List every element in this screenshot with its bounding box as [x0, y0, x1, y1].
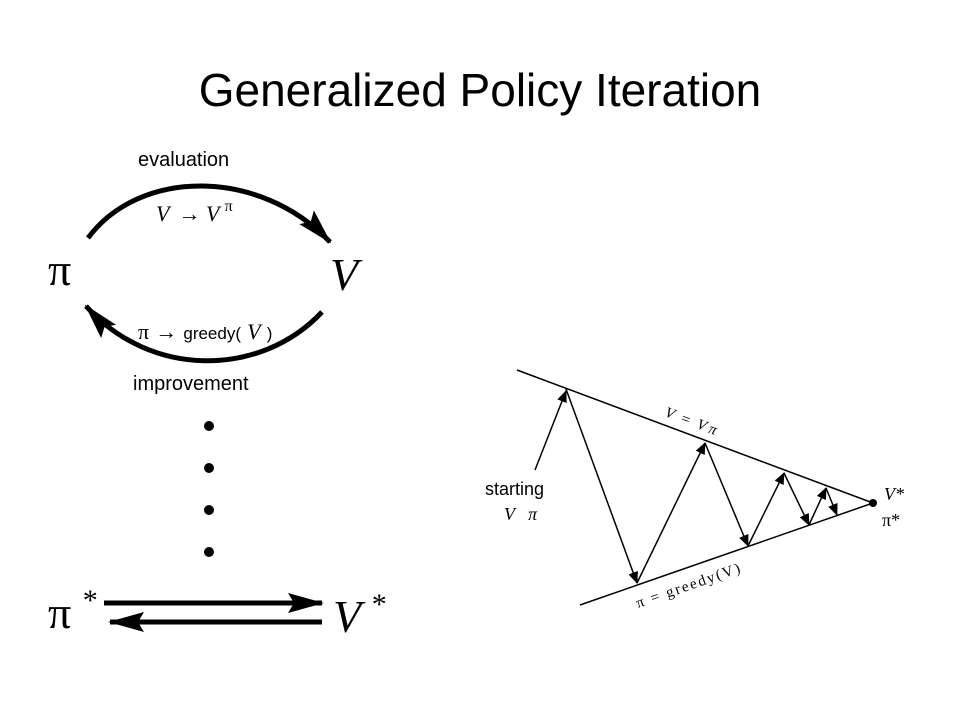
- impr-greedy: greedy(: [183, 324, 241, 343]
- eval-v: V: [156, 201, 172, 226]
- starting-label: starting: [485, 479, 544, 499]
- improvement-formula: π → greedy( V ): [138, 319, 272, 344]
- impr-pi: π: [138, 319, 149, 344]
- zigzag-arrow: [783, 472, 810, 526]
- convergence-point: [869, 499, 877, 507]
- zigzag-arrow: [747, 472, 785, 547]
- eval-vpi: V: [206, 201, 222, 226]
- impr-close: ): [267, 324, 273, 343]
- slide-title: Generalized Policy Iteration: [198, 64, 762, 116]
- impr-arrow: →: [155, 319, 177, 344]
- improvement-label: improvement: [133, 373, 249, 395]
- zigzag-arrow: [565, 388, 638, 584]
- eval-arrow: →: [179, 201, 201, 226]
- zigzag-arrow: [808, 487, 827, 526]
- upper-line: [516, 369, 874, 504]
- optimal-policy: π *: [48, 584, 98, 638]
- left-cycle-diagram: π V evaluation V → V π π → greedy( V ) i…: [48, 149, 387, 642]
- zigzag-arrow: [825, 487, 838, 516]
- impr-v: V: [247, 319, 263, 344]
- starting-pointer: [534, 390, 567, 471]
- evaluation-arc: [85, 183, 332, 244]
- zigzag-arrow: [704, 442, 749, 547]
- starting-sub: V π: [504, 504, 538, 524]
- optimal-policy-star: *: [83, 584, 98, 617]
- value-symbol: V: [330, 249, 363, 300]
- optimal-value-symbol: V: [333, 591, 366, 642]
- right-optimal-value: V*: [884, 484, 904, 504]
- evaluation-label: evaluation: [138, 149, 229, 171]
- right-convergence-diagram: starting V π V = V π π = greedy(V) V* π*: [485, 369, 904, 612]
- policy-symbol: π: [48, 244, 71, 295]
- ellipsis-dot: [204, 547, 214, 557]
- lower-line: [579, 502, 874, 606]
- upper-line-label: V = V π: [663, 405, 720, 439]
- ellipsis-dot: [204, 421, 214, 431]
- eval-pi-sup: π: [225, 198, 233, 215]
- evaluation-formula: V → V π: [156, 198, 233, 226]
- optimal-value-star: *: [372, 588, 387, 621]
- improvement-arc: [84, 304, 324, 364]
- lower-line-label: π = greedy(V): [634, 560, 744, 612]
- optimal-policy-symbol: π: [48, 587, 71, 638]
- right-optimal-policy: π*: [882, 510, 900, 530]
- ellipsis-dot: [204, 463, 214, 473]
- ellipsis-dot: [204, 505, 214, 515]
- optimal-value: V *: [333, 588, 387, 642]
- zigzag-arrow: [636, 442, 706, 584]
